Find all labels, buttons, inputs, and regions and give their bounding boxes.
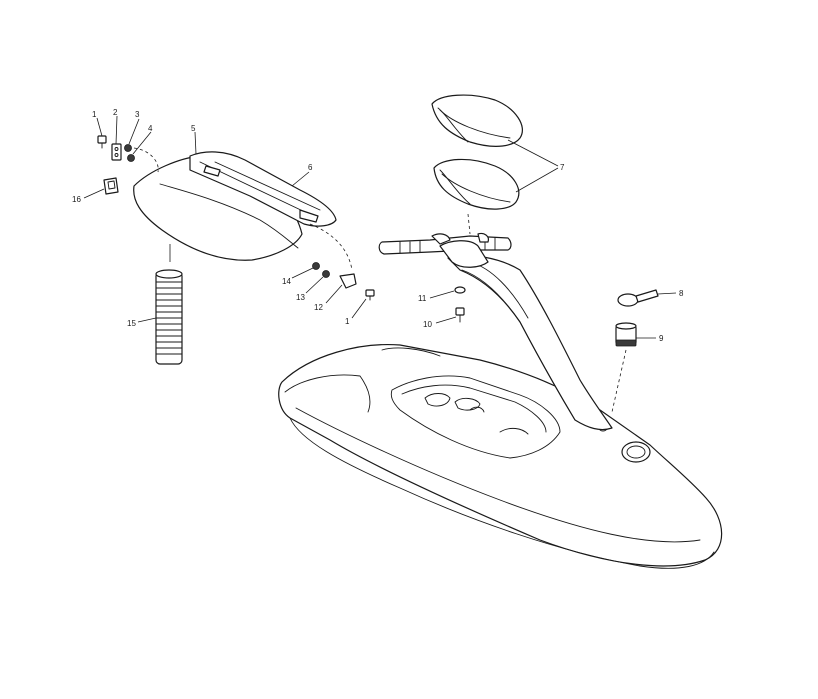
callout-2: 2 (113, 108, 118, 117)
hardware-latch-16 (103, 177, 119, 195)
hardware-nut-4 (127, 154, 135, 162)
callout-16: 16 (72, 195, 81, 204)
callout-5: 5 (191, 124, 196, 133)
leader-lines (83, 115, 677, 339)
callout-4: 4 (148, 124, 153, 133)
hardware-nut-3 (124, 144, 132, 152)
hull (278, 343, 723, 569)
hardware-bumper-12 (339, 273, 357, 289)
callout-13: 13 (296, 293, 305, 302)
seat-top (189, 151, 337, 227)
callout-14: 14 (282, 277, 291, 286)
hardware-bolt-1b (365, 289, 375, 301)
strap-8 (617, 289, 659, 307)
callout-15: 15 (127, 319, 136, 328)
callout-3: 3 (135, 110, 140, 119)
callout-10: 10 (423, 320, 432, 329)
hardware-bolt-1a (97, 135, 107, 149)
callout-labels: 1 2 3 4 5 6 7 8 9 10 11 12 13 14 15 16 1 (72, 108, 684, 343)
callout-1a: 1 (92, 110, 97, 119)
handlebar (378, 232, 512, 268)
callout-8: 8 (679, 289, 684, 298)
hardware-nut-14 (312, 262, 320, 270)
steering-pad-upper (431, 94, 523, 147)
callout-9: 9 (659, 334, 664, 343)
hardware-bolt-10 (455, 307, 465, 323)
cap-9 (615, 322, 637, 347)
callout-12: 12 (314, 303, 323, 312)
hardware-clip-2 (111, 143, 122, 161)
steering-pad-lower (433, 158, 520, 210)
hardware-nut-13 (322, 270, 330, 278)
hose-15 (155, 269, 183, 365)
hardware-washer-11 (454, 286, 466, 294)
callout-7: 7 (560, 163, 565, 172)
callout-1b: 1 (345, 317, 350, 326)
callout-11: 11 (418, 294, 427, 303)
callout-6: 6 (308, 163, 313, 172)
